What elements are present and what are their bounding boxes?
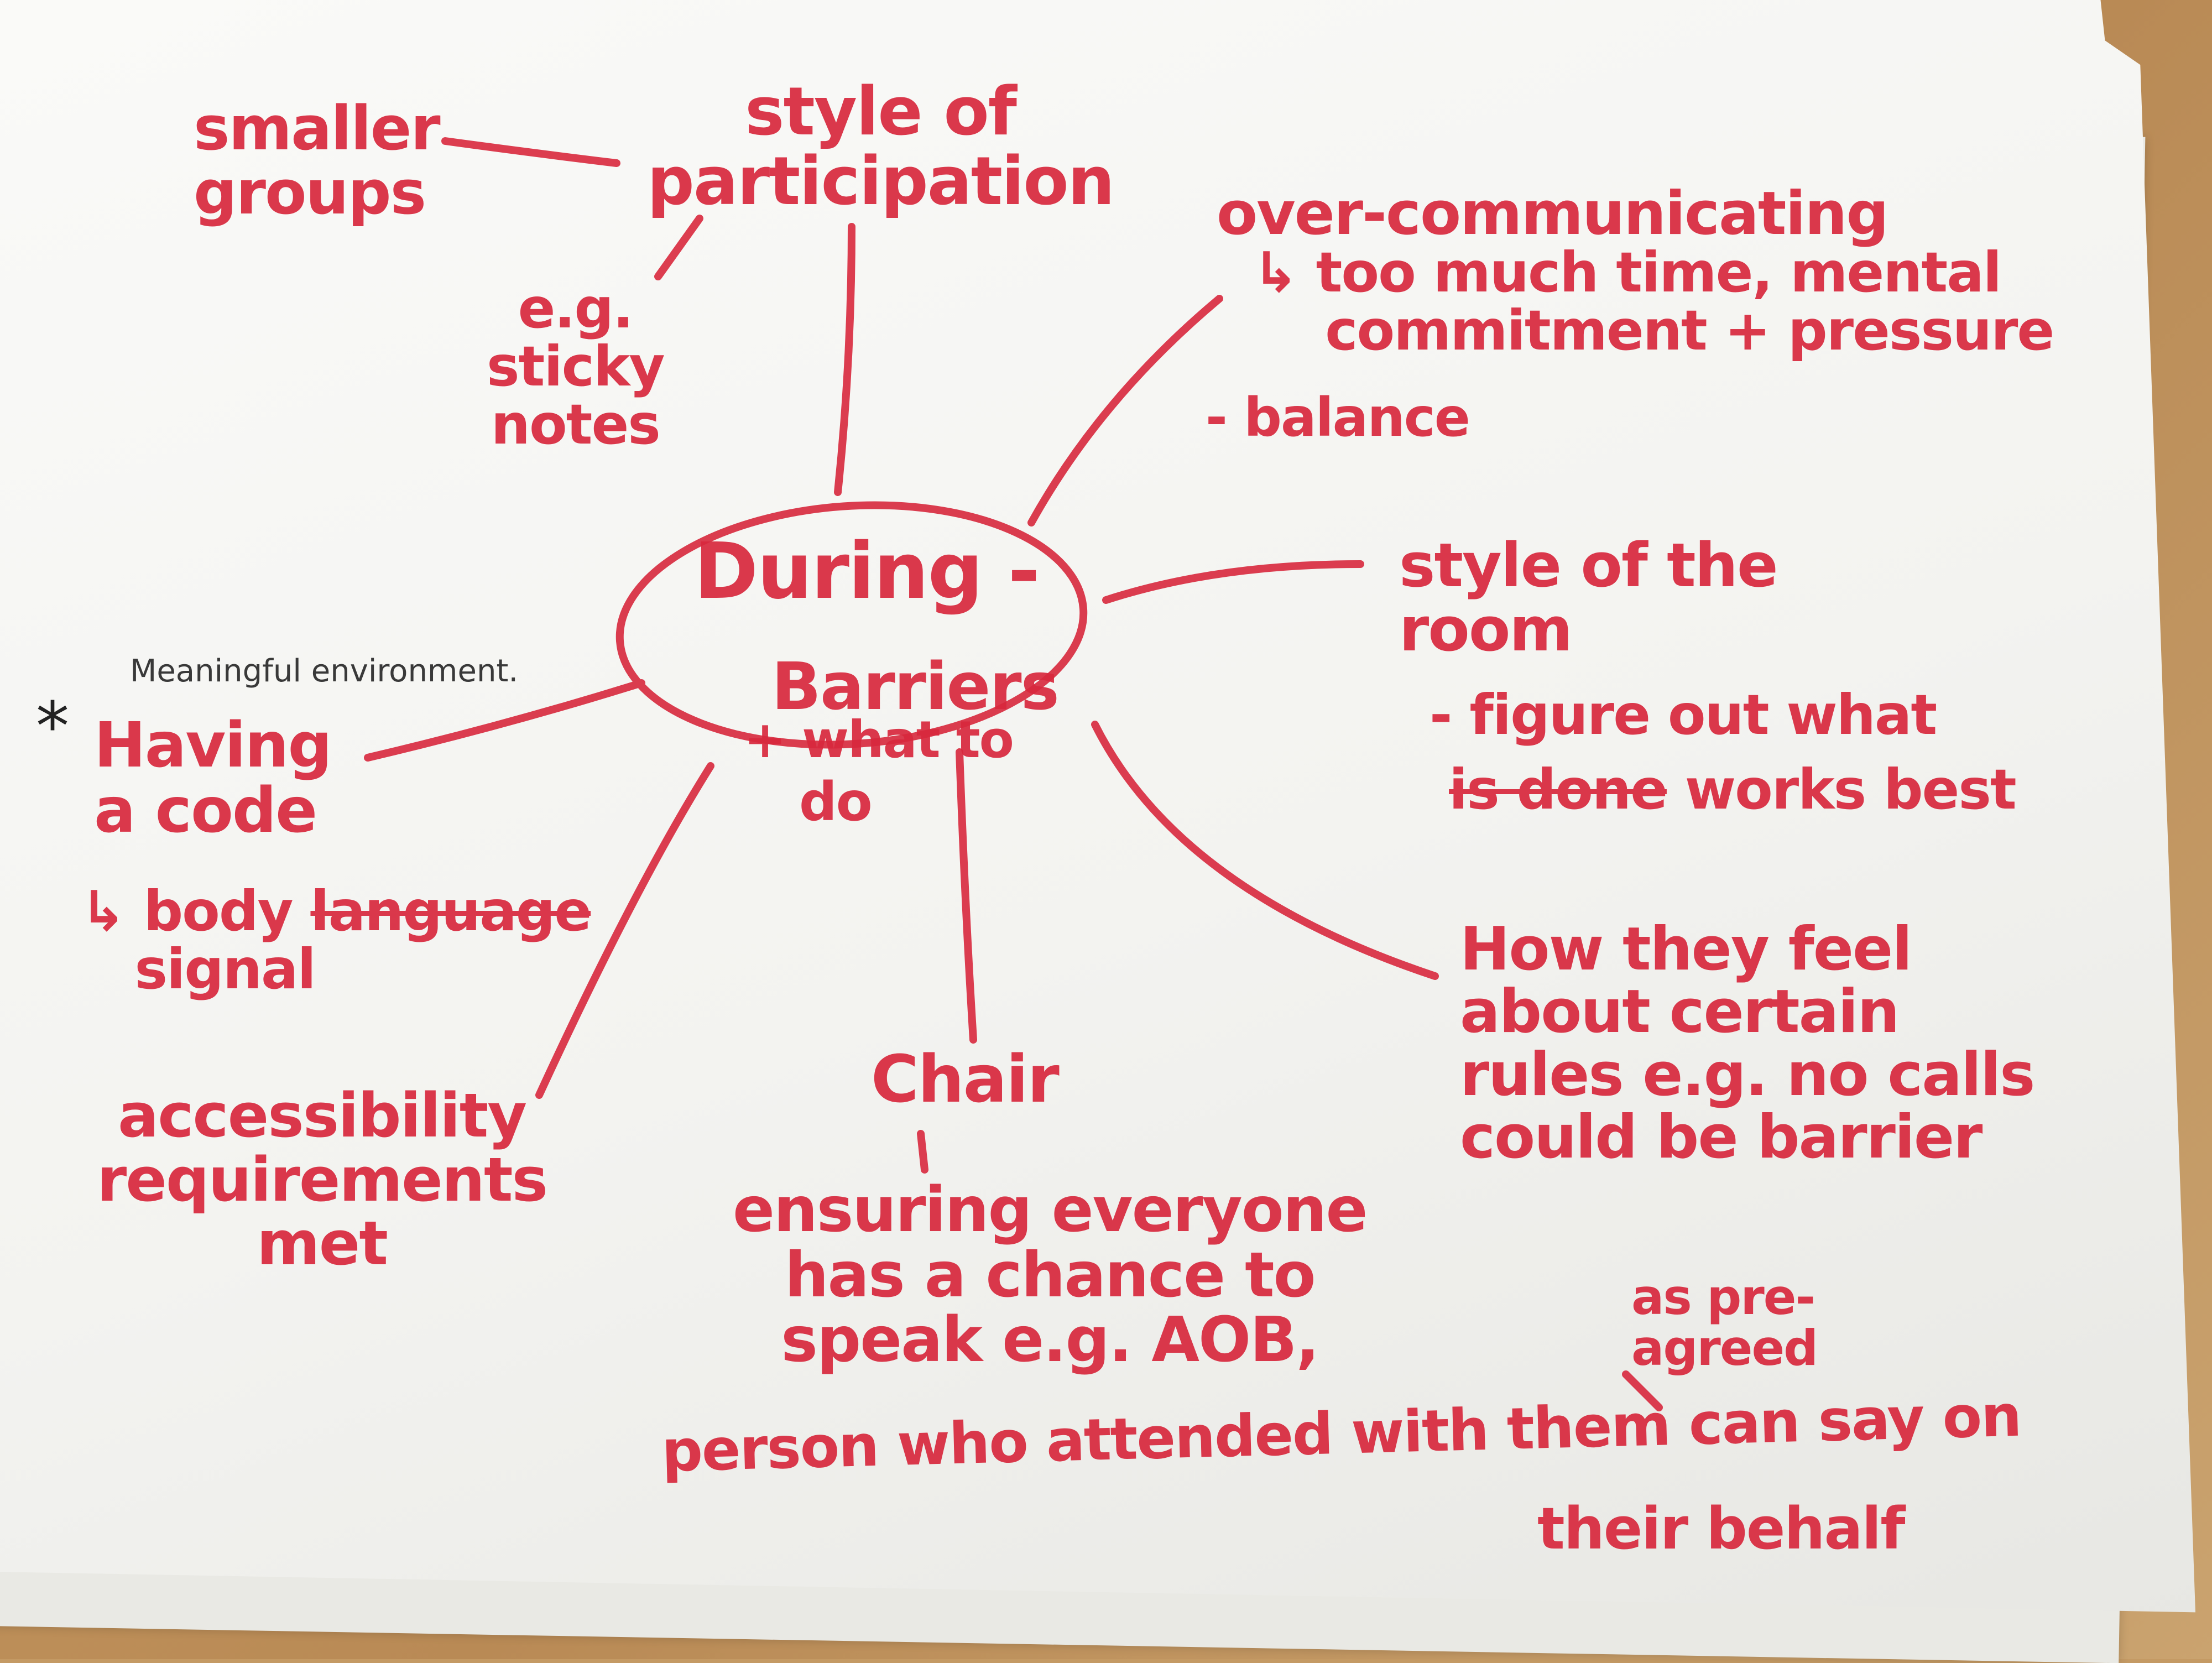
center-what-to: + what to — [744, 710, 1014, 769]
accessibility-label: accessibility requirements met — [97, 1080, 548, 1279]
chair-preagreed: as pre- agreed — [1631, 1269, 1818, 1377]
branch-line-code — [364, 679, 645, 762]
center-barriers: Barriers — [771, 648, 1060, 724]
code-strikethrough: language — [310, 879, 592, 943]
branch-line-feel — [1091, 721, 1439, 980]
branch-line-access — [535, 762, 714, 1099]
overcomm-balance: - balance — [1206, 387, 1470, 449]
feel-label: How they feel about certain rules e.g. n… — [1460, 915, 2035, 1172]
room-detail: - figure out what — [1430, 682, 1937, 747]
overcomm-title: over-communicating — [1217, 179, 1889, 248]
code-note: Meaningful environment. — [130, 653, 519, 689]
branch-line-overcomm — [1027, 295, 1223, 526]
branch-line-participation — [834, 223, 855, 496]
branch-line-chair — [956, 748, 977, 1044]
branch-line-room — [1102, 560, 1364, 604]
smaller-groups-label: smaller groups — [194, 93, 441, 228]
room-works-best: works best — [1666, 757, 2017, 822]
room-title: style of the room — [1399, 530, 1778, 665]
code-body: ↳ body — [80, 879, 311, 943]
branch-line-chair-tick — [917, 1130, 928, 1174]
overcomm-detail: ↳ too much time, mental commitment + pre… — [1253, 240, 2054, 363]
code-detail: ↳ body language signal — [80, 879, 592, 1002]
chair-title: Chair — [871, 1041, 1060, 1117]
code-signal: signal — [134, 937, 315, 1002]
branch-line-sticky — [654, 215, 703, 280]
asterisk-icon: * — [36, 689, 69, 765]
center-title: During - — [694, 526, 1040, 617]
chair-behalf: their behalf — [1537, 1495, 1906, 1562]
room-strikethrough: is done — [1449, 757, 1668, 822]
center-ellipse — [615, 501, 1088, 749]
room-detail-2: is done works best — [1449, 757, 2017, 822]
sticky-notes-label: e.g. sticky notes — [487, 276, 665, 457]
center-do: do — [799, 771, 873, 833]
paper-sheet — [0, 0, 2196, 1613]
branch-line-preagreed — [1622, 1370, 1663, 1411]
code-title: Having a code — [94, 710, 332, 847]
branch-line-smaller-groups — [441, 137, 620, 167]
participation-label: style of participation — [647, 74, 1115, 220]
chair-detail: ensuring everyone has a chance to speak … — [733, 1174, 1368, 1377]
